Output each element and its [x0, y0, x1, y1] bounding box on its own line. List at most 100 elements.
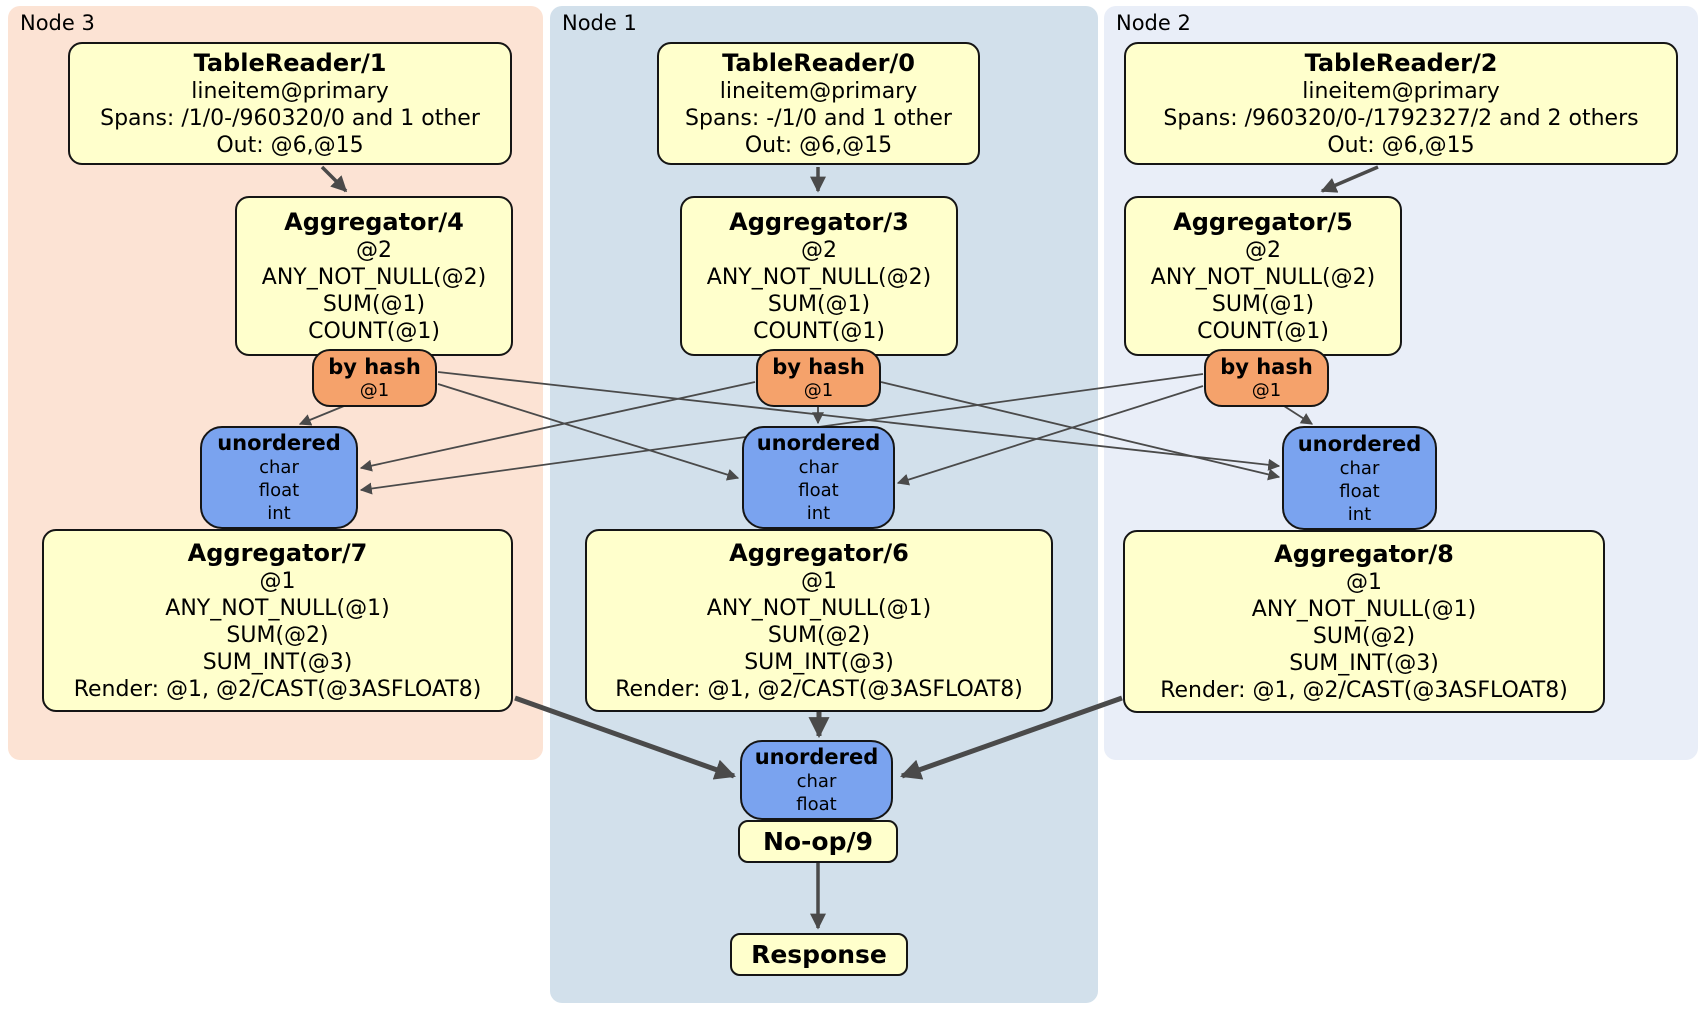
aggregator-3-box: Aggregator/3 @2 ANY_NOT_NULL(@2) SUM(@1)… [680, 196, 958, 356]
tablereader-0-spans: Spans: -/1/0 and 1 other [685, 105, 952, 131]
unordered-stream-node1-col-float: float [798, 480, 839, 501]
aggregator-4-title: Aggregator/4 [284, 207, 464, 236]
aggregator-8-group-cols: @1 [1346, 569, 1382, 595]
edge-aggregator8-to-final-unordered [900, 695, 1123, 780]
edge-tablereader1-to-aggregator4 [320, 165, 348, 193]
aggregator-7-box: Aggregator/7 @1 ANY_NOT_NULL(@1) SUM(@2)… [42, 529, 513, 712]
panel-label-node2: Node 2 [1116, 11, 1191, 35]
panel-label-node1: Node 1 [562, 11, 637, 35]
unordered-stream-final-title: unordered [754, 745, 879, 769]
tablereader-1-spans: Spans: /1/0-/960320/0 and 1 other [100, 105, 480, 131]
hash-router-node2-key: @1 [1251, 379, 1282, 401]
aggregator-7-fn-3: SUM_INT(@3) [202, 649, 353, 675]
hash-router-node2-title: by hash [1220, 354, 1313, 379]
tablereader-1-box: TableReader/1 lineitem@primary Spans: /1… [68, 42, 512, 165]
unordered-stream-final: unordered char float [740, 740, 893, 820]
tablereader-2-index: lineitem@primary [1302, 78, 1500, 104]
aggregator-4-fn-1: ANY_NOT_NULL(@2) [261, 264, 487, 290]
unordered-stream-node2-col-float: float [1339, 480, 1380, 502]
response-title: Response [751, 939, 887, 969]
aggregator-5-fn-2: SUM(@1) [1211, 291, 1315, 317]
hash-router-node3-title: by hash [328, 354, 421, 379]
tablereader-0-out: Out: @6,@15 [744, 132, 893, 158]
aggregator-3-fn-2: SUM(@1) [767, 291, 871, 317]
unordered-stream-node2-col-int: int [1347, 503, 1372, 525]
edge-hash-node2-to-unordered-node1 [896, 385, 1204, 486]
noop-9-title: No-op/9 [762, 826, 874, 856]
unordered-stream-node3-title: unordered [217, 431, 341, 455]
aggregator-6-fn-3: SUM_INT(@3) [744, 649, 894, 675]
hash-router-node1-key: @1 [803, 379, 834, 401]
tablereader-0-title: TableReader/0 [722, 48, 915, 77]
aggregator-7-title: Aggregator/7 [187, 538, 368, 567]
tablereader-2-spans: Spans: /960320/0-/1792327/2 and 2 others [1163, 105, 1639, 131]
aggregator-4-fn-2: SUM(@1) [322, 291, 426, 317]
response-box: Response [730, 933, 908, 976]
unordered-stream-node1-title: unordered [756, 431, 881, 455]
edge-tablereader2-to-aggregator5 [1320, 165, 1379, 193]
aggregator-6-group-cols: @1 [801, 568, 837, 594]
unordered-stream-node2-title: unordered [1297, 431, 1422, 456]
tablereader-2-title: TableReader/2 [1304, 48, 1498, 77]
hash-router-node2: by hash @1 [1204, 349, 1329, 407]
aggregator-5-fn-3: COUNT(@1) [1197, 318, 1329, 344]
hash-router-node3-key: @1 [359, 379, 390, 401]
aggregator-4-group-cols: @2 [356, 237, 392, 263]
aggregator-6-box: Aggregator/6 @1 ANY_NOT_NULL(@1) SUM(@2)… [585, 529, 1053, 712]
aggregator-7-group-cols: @1 [259, 568, 296, 594]
aggregator-8-fn-3: SUM_INT(@3) [1289, 650, 1439, 676]
aggregator-3-fn-3: COUNT(@1) [753, 318, 885, 344]
tablereader-1-out: Out: @6,@15 [216, 132, 364, 158]
aggregator-7-fn-2: SUM(@2) [226, 622, 329, 648]
unordered-stream-node3-col-char: char [259, 457, 299, 478]
aggregator-7-fn-1: ANY_NOT_NULL(@1) [165, 595, 390, 621]
hash-router-node1-title: by hash [772, 354, 865, 379]
aggregator-8-fn-1: ANY_NOT_NULL(@1) [1251, 596, 1477, 622]
hash-router-node1: by hash @1 [756, 349, 881, 407]
edge-hash-node3-to-unordered-node2 [437, 371, 1281, 471]
edge-aggregator7-to-final-unordered [514, 695, 736, 780]
aggregator-6-title: Aggregator/6 [729, 538, 909, 567]
edge-hash-node3-to-unordered-node3 [298, 405, 345, 426]
unordered-stream-final-col-float: float [796, 794, 837, 815]
hash-router-node3: by hash @1 [312, 349, 437, 407]
edge-hash-node1-to-unordered-node2 [880, 381, 1281, 481]
aggregator-6-render: Render: @1, @2/CAST(@3ASFLOAT8) [615, 676, 1023, 702]
unordered-stream-node1: unordered char float int [742, 426, 895, 529]
aggregator-5-title: Aggregator/5 [1173, 207, 1353, 236]
unordered-stream-final-col-char: char [796, 771, 837, 792]
edge-hash-node1-to-unordered-node3 [359, 381, 756, 472]
edge-hash-node2-to-unordered-node2 [1283, 405, 1314, 425]
aggregator-5-fn-1: ANY_NOT_NULL(@2) [1150, 264, 1376, 290]
unordered-stream-node3-col-int: int [267, 503, 291, 524]
aggregator-8-fn-2: SUM(@2) [1312, 623, 1416, 649]
aggregator-3-title: Aggregator/3 [729, 207, 909, 236]
tablereader-1-index: lineitem@primary [191, 78, 389, 104]
unordered-stream-node2: unordered char float int [1282, 426, 1437, 530]
aggregator-4-fn-3: COUNT(@1) [308, 318, 440, 344]
aggregator-3-group-cols: @2 [801, 237, 837, 263]
aggregator-6-fn-2: SUM(@2) [767, 622, 871, 648]
aggregator-6-fn-1: ANY_NOT_NULL(@1) [706, 595, 932, 621]
noop-9-box: No-op/9 [738, 820, 898, 863]
aggregator-7-render: Render: @1, @2/CAST(@3ASFLOAT8) [73, 676, 482, 702]
unordered-stream-node1-col-int: int [806, 503, 831, 524]
tablereader-0-index: lineitem@primary [719, 78, 918, 104]
unordered-stream-node2-col-char: char [1339, 457, 1380, 479]
tablereader-0-box: TableReader/0 lineitem@primary Spans: -/… [657, 42, 980, 165]
tablereader-2-out: Out: @6,@15 [1327, 132, 1475, 158]
aggregator-8-box: Aggregator/8 @1 ANY_NOT_NULL(@1) SUM(@2)… [1123, 530, 1605, 713]
panel-label-node3: Node 3 [20, 11, 95, 35]
aggregator-3-fn-1: ANY_NOT_NULL(@2) [706, 264, 932, 290]
tablereader-1-title: TableReader/1 [193, 48, 387, 77]
aggregator-4-box: Aggregator/4 @2 ANY_NOT_NULL(@2) SUM(@1)… [235, 196, 513, 356]
aggregator-5-group-cols: @2 [1245, 237, 1281, 263]
aggregator-8-title: Aggregator/8 [1274, 539, 1454, 568]
aggregator-8-render: Render: @1, @2/CAST(@3ASFLOAT8) [1160, 677, 1568, 703]
tablereader-2-box: TableReader/2 lineitem@primary Spans: /9… [1124, 42, 1678, 165]
unordered-stream-node1-col-char: char [798, 457, 839, 478]
edge-hash-node3-to-unordered-node1 [437, 383, 740, 481]
unordered-stream-node3-col-float: float [258, 480, 300, 501]
